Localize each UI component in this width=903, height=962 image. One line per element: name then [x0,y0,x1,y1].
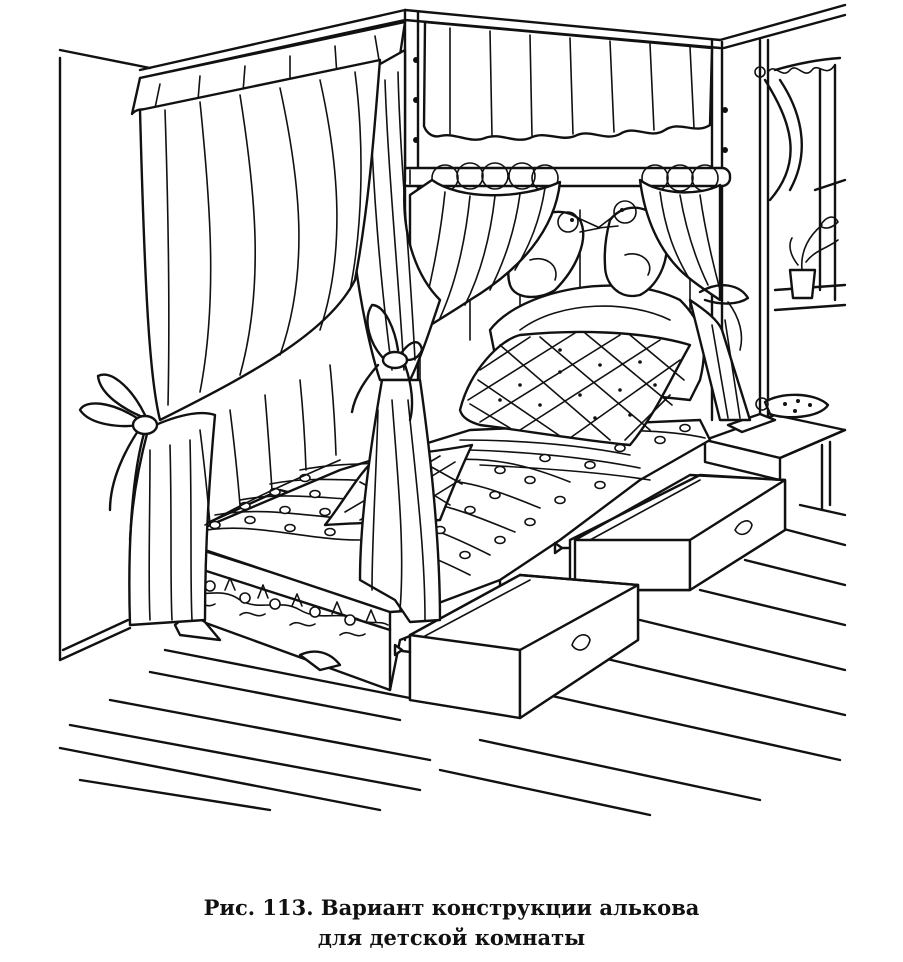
caption-line-2: для детской комнаты [317,925,586,950]
curtain-rod [398,162,732,192]
alcove-illustration [58,3,847,817]
figure-caption: Рис. 113. Вариант конструкции алькова дл… [0,893,903,953]
drawer-left [393,573,640,720]
back-valance [422,20,714,141]
drawer-right [553,473,787,592]
front-curtain-right [350,48,442,624]
back-drape-left [199,364,341,526]
back-curtain-right [638,178,752,422]
window [754,56,847,312]
big-pillow [458,330,692,447]
front-curtain-left [78,58,382,627]
room-walls [58,3,847,662]
caption-line-1: Рис. 113. Вариант конструкции алькова [203,895,700,920]
floor-planks [58,503,847,817]
nightstand [703,393,847,512]
